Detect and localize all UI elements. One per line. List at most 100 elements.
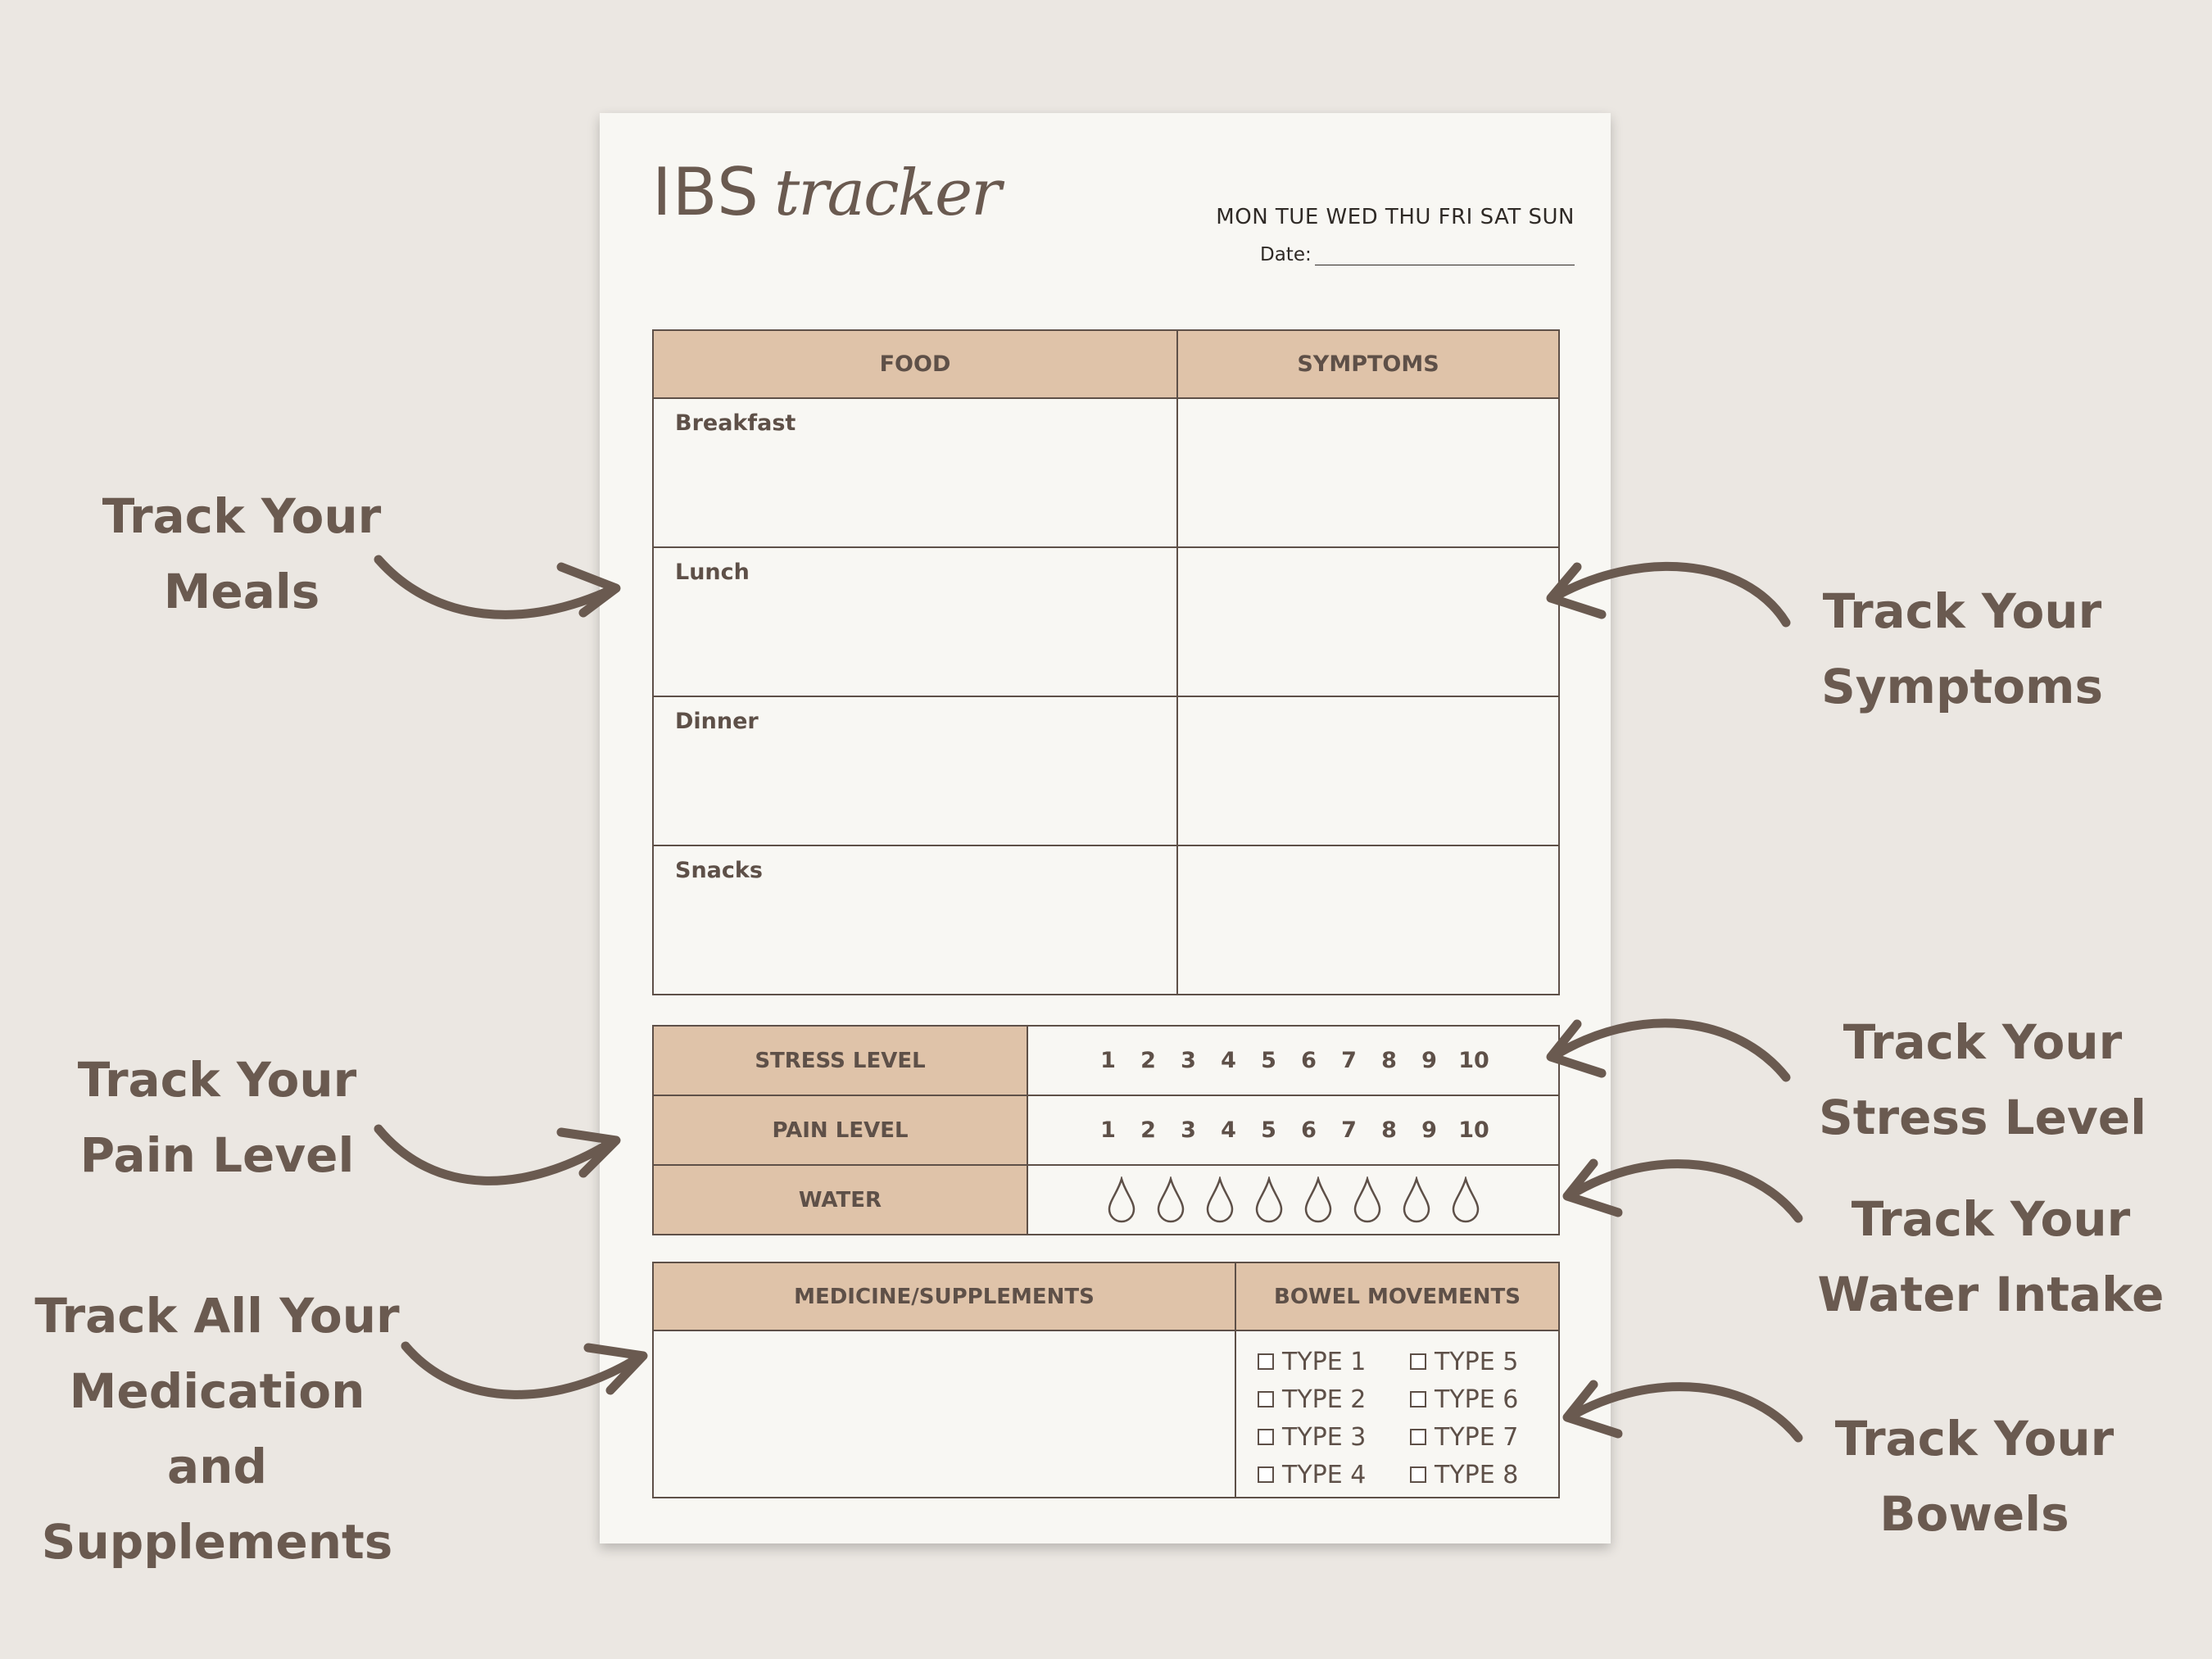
callout-line: Track All Your (34, 1288, 400, 1344)
callout-line: Water Intake (1817, 1267, 2164, 1322)
scale-option[interactable]: 1 (1100, 1117, 1116, 1143)
callout-stress: Track Your Stress Level (1794, 1004, 2171, 1155)
scale-option[interactable]: 6 (1301, 1117, 1317, 1143)
tracker-title: IBS tracker (652, 154, 1002, 244)
scale-option[interactable]: 1 (1100, 1048, 1116, 1073)
water-drop-icon[interactable] (1352, 1176, 1383, 1224)
bowel-type-option[interactable]: TYPE 7 (1410, 1421, 1562, 1453)
callout-bowels: Track Your Bowels (1802, 1401, 2146, 1552)
scale-option[interactable]: 5 (1261, 1048, 1276, 1073)
water-drop-icon[interactable] (1303, 1176, 1334, 1224)
checkbox[interactable] (1410, 1353, 1426, 1370)
water-drop-icon[interactable] (1253, 1176, 1285, 1224)
date-field[interactable]: Date: (1260, 244, 1575, 265)
callout-line: Bowels (1879, 1486, 2069, 1542)
scale-option[interactable]: 3 (1181, 1117, 1196, 1143)
table-row: Breakfast (652, 397, 1560, 548)
meals-arrow (374, 555, 621, 619)
type-label: TYPE 2 (1282, 1385, 1367, 1414)
scale-option[interactable]: 9 (1421, 1048, 1437, 1073)
meal-label: Dinner (675, 709, 759, 734)
callout-meals: Track Your Meals (90, 478, 393, 629)
type-label: TYPE 7 (1435, 1422, 1519, 1452)
bowel-type-option[interactable]: TYPE 1 (1258, 1346, 1410, 1377)
scale-option[interactable]: 4 (1221, 1048, 1236, 1073)
type-label: TYPE 1 (1282, 1347, 1367, 1376)
table-row: Snacks (652, 845, 1560, 995)
breakfast-symptoms-cell[interactable] (1176, 397, 1560, 548)
scale-option[interactable]: 8 (1381, 1117, 1397, 1143)
meal-label: Snacks (675, 858, 763, 883)
bowel-type-option[interactable]: TYPE 5 (1410, 1346, 1562, 1377)
checkbox[interactable] (1410, 1466, 1426, 1483)
checkbox[interactable] (1258, 1429, 1274, 1445)
scale-option[interactable]: 10 (1458, 1048, 1489, 1073)
dinner-symptoms-cell[interactable] (1176, 696, 1560, 846)
callout-line: Track Your (1851, 1191, 2131, 1247)
meals-table: FOOD SYMPTOMS Breakfast Lunch Dinner Sna… (652, 329, 1560, 995)
meds-table: MEDICINE/SUPPLEMENTS BOWEL MOVEMENTS TYP… (652, 1262, 1560, 1498)
callout-line: Track Your (1843, 1014, 2123, 1070)
stress-scale: 1 2 3 4 5 6 7 8 9 10 (1028, 1048, 1558, 1073)
bowel-type-option[interactable]: TYPE 8 (1410, 1459, 1562, 1490)
bowel-type-option[interactable]: TYPE 3 (1258, 1421, 1410, 1453)
scale-option[interactable]: 3 (1181, 1048, 1196, 1073)
scale-option[interactable]: 7 (1341, 1117, 1357, 1143)
callout-symptoms: Track Your Symptoms (1786, 573, 2138, 724)
callout-line: and (167, 1439, 267, 1494)
checkbox[interactable] (1410, 1429, 1426, 1445)
scale-option[interactable]: 7 (1341, 1048, 1357, 1073)
food-header: FOOD (652, 329, 1178, 399)
date-line (1314, 247, 1575, 265)
medicine-header: MEDICINE/SUPPLEMENTS (652, 1262, 1236, 1331)
checkbox[interactable] (1258, 1466, 1274, 1483)
stress-scale-cell: 1 2 3 4 5 6 7 8 9 10 (1027, 1025, 1560, 1096)
stress-level-label: STRESS LEVEL (652, 1025, 1028, 1096)
callout-line: Track Your (1822, 583, 2102, 639)
bowel-type-option[interactable]: TYPE 6 (1410, 1384, 1562, 1415)
meal-label: Breakfast (675, 410, 796, 436)
scale-option[interactable]: 9 (1421, 1117, 1437, 1143)
callout-pain: Track Your Pain Level (49, 1042, 385, 1193)
water-drop-icon[interactable] (1106, 1176, 1137, 1224)
type-label: TYPE 6 (1435, 1385, 1519, 1414)
checkbox[interactable] (1258, 1391, 1274, 1407)
scale-option[interactable]: 6 (1301, 1048, 1317, 1073)
scale-option[interactable]: 5 (1261, 1117, 1276, 1143)
water-drops (1028, 1176, 1558, 1224)
callout-line: Medication (69, 1363, 365, 1419)
title-script: tracker (773, 156, 1002, 230)
callout-line: Track Your (77, 1052, 357, 1108)
bowel-type-option[interactable]: TYPE 4 (1258, 1459, 1410, 1490)
table-row: Lunch (652, 546, 1560, 697)
dinner-food-cell[interactable]: Dinner (652, 696, 1178, 846)
water-drop-icon[interactable] (1450, 1176, 1481, 1224)
scale-option[interactable]: 8 (1381, 1048, 1397, 1073)
lunch-symptoms-cell[interactable] (1176, 546, 1560, 697)
callout-medication: Track All Your Medication and Supplement… (16, 1278, 418, 1580)
scale-option[interactable]: 2 (1140, 1048, 1156, 1073)
scale-option[interactable]: 2 (1140, 1117, 1156, 1143)
tracker-sheet: IBS tracker MON TUE WED THU FRI SAT SUN … (600, 113, 1611, 1543)
callout-line: Stress Level (1819, 1090, 2146, 1145)
lunch-food-cell[interactable]: Lunch (652, 546, 1178, 697)
snacks-symptoms-cell[interactable] (1176, 845, 1560, 995)
water-drop-icon[interactable] (1204, 1176, 1235, 1224)
pain-arrow (374, 1124, 621, 1185)
water-drop-icon[interactable] (1401, 1176, 1432, 1224)
meal-label: Lunch (675, 560, 750, 585)
bowel-header: BOWEL MOVEMENTS (1235, 1262, 1560, 1331)
checkbox[interactable] (1258, 1353, 1274, 1370)
scale-option[interactable]: 10 (1458, 1117, 1489, 1143)
callout-line: Symptoms (1820, 659, 2104, 714)
medicine-cell[interactable] (652, 1330, 1236, 1498)
breakfast-food-cell[interactable]: Breakfast (652, 397, 1178, 548)
callout-line: Meals (163, 564, 320, 619)
water-drop-icon[interactable] (1155, 1176, 1186, 1224)
bowel-type-option[interactable]: TYPE 2 (1258, 1384, 1410, 1415)
snacks-food-cell[interactable]: Snacks (652, 845, 1178, 995)
checkbox[interactable] (1410, 1391, 1426, 1407)
scale-option[interactable]: 4 (1221, 1117, 1236, 1143)
callout-line: Pain Level (79, 1127, 355, 1183)
type-label: TYPE 8 (1435, 1460, 1519, 1489)
